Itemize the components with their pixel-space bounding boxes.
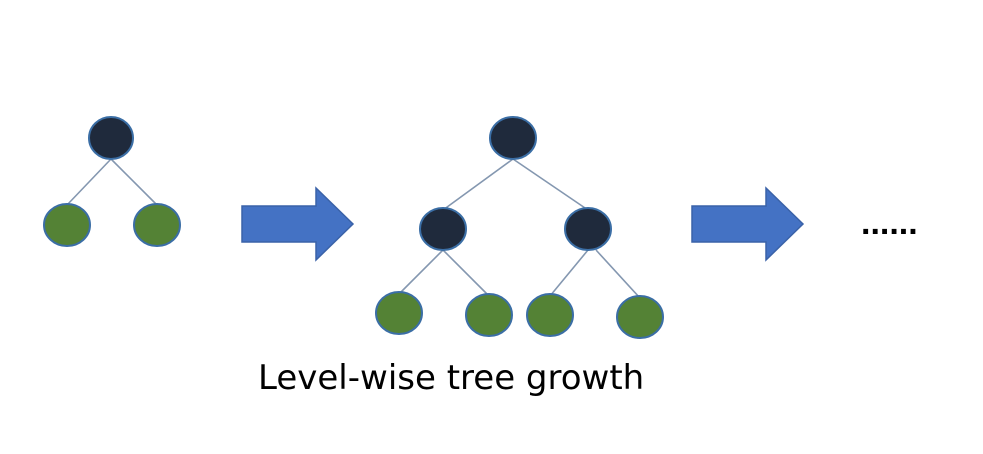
- leaf-node: [375, 291, 423, 335]
- arrow-right-icon: [691, 186, 805, 262]
- root-node: [489, 116, 537, 160]
- leaf-node: [616, 295, 664, 339]
- tree-edge: [595, 249, 641, 299]
- leaf-node: [465, 293, 513, 337]
- tree-edge: [398, 249, 444, 295]
- tree-edge: [442, 249, 490, 297]
- tree-edge: [549, 249, 589, 297]
- arrow-right-icon: [241, 186, 355, 262]
- tree-edge: [110, 158, 158, 206]
- internal-node: [419, 207, 467, 251]
- internal-node: [564, 207, 612, 251]
- tree-edge: [512, 158, 589, 211]
- leaf-node: [43, 203, 91, 247]
- tree-edge: [442, 158, 514, 211]
- diagram-caption: Level-wise tree growth: [258, 358, 644, 398]
- tree-stage-1: [43, 116, 181, 247]
- leaf-node: [133, 203, 181, 247]
- tree-stage-2: [375, 116, 664, 339]
- tree-edge: [66, 158, 112, 206]
- leaf-node: [526, 293, 574, 337]
- continuation-ellipsis: ......: [861, 204, 918, 242]
- root-node: [88, 116, 134, 160]
